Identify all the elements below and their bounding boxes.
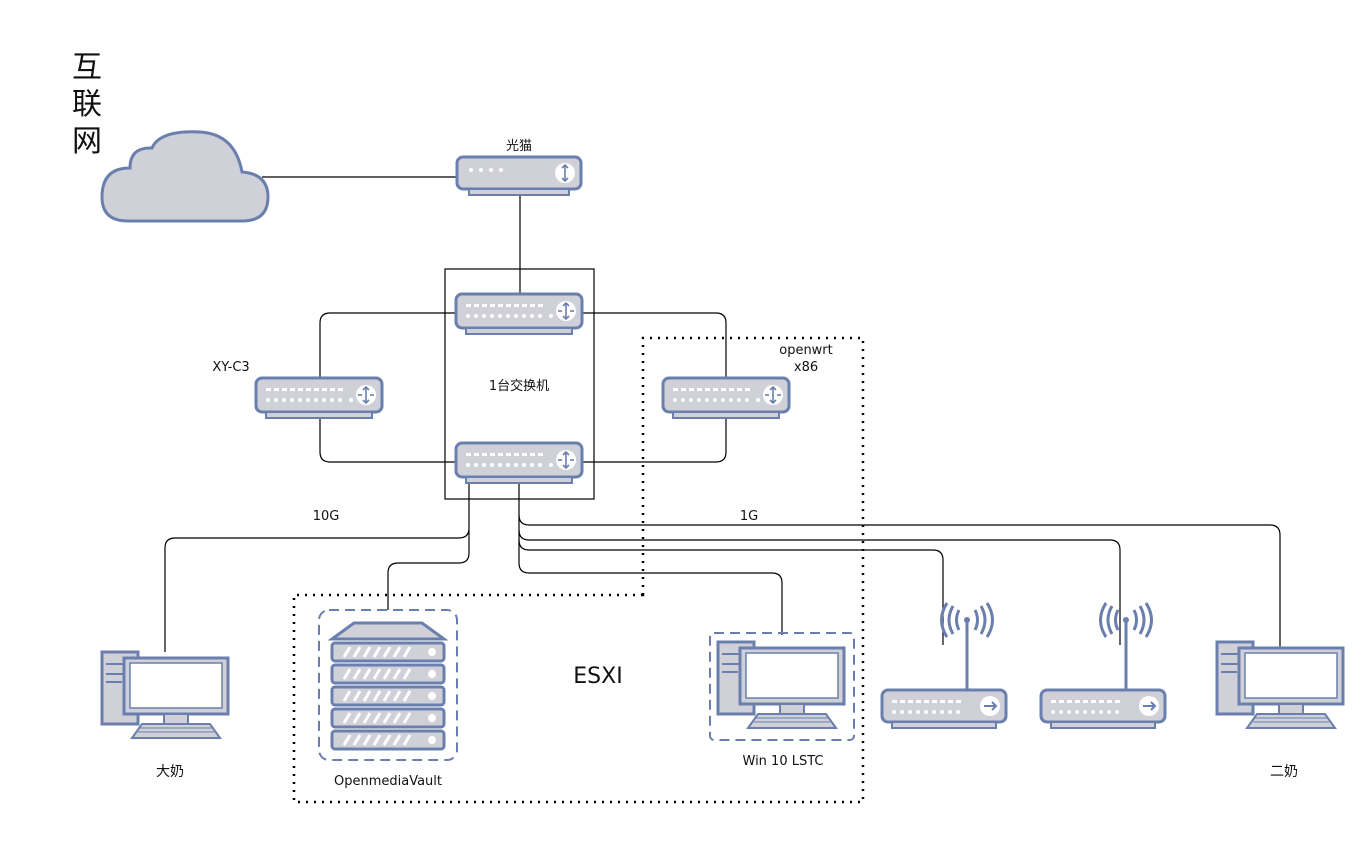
openwrt-label-line2: x86: [794, 360, 818, 375]
connection-lines: [164, 176, 1281, 652]
server-icon: [330, 621, 446, 751]
win10-label: Win 10 LSTC: [743, 754, 824, 769]
esxi-host-boundary: [292, 336, 865, 804]
openwrt-router-icon: [661, 376, 791, 420]
switch-to-erna-pc-link: [518, 514, 1281, 652]
modem-icon: [455, 155, 583, 197]
esxi-label: ESXI: [573, 664, 622, 689]
win10-computer-icon: [716, 640, 846, 730]
speed-1g-label: 1G: [740, 509, 758, 524]
xyc3-to-bottom-switch-link: [319, 412, 456, 463]
cloud-icon: [100, 130, 270, 223]
openwrt-label-line1: openwrt: [779, 343, 833, 358]
switch-to-nas-link: [387, 530, 470, 610]
speed-10g-label: 10G: [313, 509, 340, 524]
openwrt-to-bottom-switch-link: [583, 412, 727, 463]
xyc3-router-icon: [254, 376, 384, 420]
switch-to-ap1-link: [518, 539, 944, 645]
top-switch-to-openwrt-link: [583, 312, 727, 395]
switch-to-ap2-link: [518, 529, 1121, 645]
erna-computer-icon: [1215, 640, 1345, 730]
nas-vm-frame: [318, 609, 458, 761]
nas-label: OpenmediaVault: [334, 774, 442, 789]
xyc3-label: XY-C3: [212, 360, 249, 375]
switch-box-label: 1台交换机: [489, 378, 549, 394]
title-char-2: 联: [72, 87, 102, 122]
bottom-switch-icon: [454, 441, 584, 485]
top-switch-icon: [454, 292, 584, 336]
title-char-3: 网: [72, 124, 102, 159]
dana-computer-icon: [100, 650, 230, 740]
wireless-ap-2-icon: [1039, 601, 1167, 730]
title-char-1: 互: [72, 50, 102, 85]
switch-group-box: [444, 268, 595, 500]
dana-pc-label: 大奶: [156, 764, 184, 780]
top-switch-to-xyc3-link: [319, 312, 456, 395]
switch-to-win10-link: [518, 478, 783, 635]
modem-label: 光猫: [506, 139, 532, 154]
erna-pc-label: 二奶: [1270, 764, 1298, 780]
wireless-ap-1-icon: [880, 601, 1008, 730]
win10-vm-frame: [709, 632, 855, 741]
